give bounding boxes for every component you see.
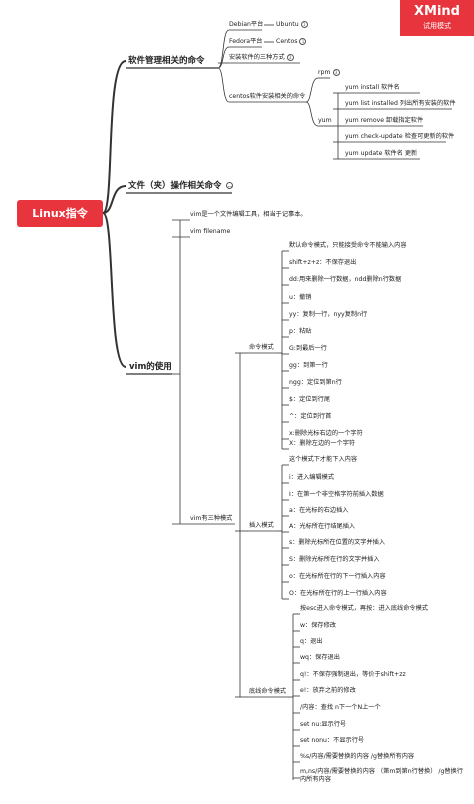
xmind-brand: XMind <box>414 4 460 19</box>
lastline-mode-item[interactable]: q!：不保存强制退出，等价于shift+zz <box>300 671 406 678</box>
command-mode-item[interactable]: G:到最后一行 <box>289 345 327 352</box>
insert-mode-item[interactable]: 这个模式下才能下入内容 <box>289 456 358 463</box>
yum-item[interactable]: yum remove 卸载指定软件 <box>345 117 424 124</box>
topic-lastline-mode[interactable]: 底线命令模式 <box>249 688 287 695</box>
command-mode-item[interactable]: ngg：定位到第n行 <box>289 379 342 386</box>
topic-vim-filename[interactable]: vim filename <box>190 228 231 235</box>
insert-mode-item[interactable]: o：在光标所在行的下一行插入内容 <box>289 573 386 580</box>
lastline-mode-item[interactable]: %s/内容/需要替换的内容 /g替换所有内容 <box>300 753 415 760</box>
insert-mode-item[interactable]: A：光标所在行结尾插入 <box>289 523 356 530</box>
topic-label: Debian平台 <box>229 21 264 28</box>
connector-software-fedora <box>217 46 230 69</box>
command-mode-item[interactable]: X：删除左边的一个字符 <box>289 440 356 447</box>
topic-file-operations[interactable]: 文件（夹）操作相关命令 … <box>128 179 234 193</box>
topic-label: Fedora平台 <box>229 38 263 45</box>
connector-software-centos <box>217 67 230 103</box>
topic-centos-install[interactable]: centos软件安装相关的命令 <box>229 92 305 102</box>
trial-mode-label: 试用模式 <box>423 22 451 30</box>
topic-yum[interactable]: yum <box>318 116 332 126</box>
command-mode-item[interactable]: ^：定位到行首 <box>289 413 332 420</box>
yum-item[interactable]: yum update 软件名 更新 <box>345 150 418 157</box>
command-mode-item[interactable]: p：粘贴 <box>289 328 312 335</box>
insert-mode-item[interactable]: a：在光标的右边插入 <box>289 507 349 514</box>
lastline-mode-item[interactable]: set nonu：不显示行号 <box>300 737 365 744</box>
topic-debian[interactable]: Debian平台 <box>229 20 263 30</box>
command-mode-item[interactable]: $：定位到行尾 <box>289 396 331 403</box>
topic-vim-usage[interactable]: vim的使用 <box>129 360 172 374</box>
topic-command-mode[interactable]: 命令模式 <box>249 344 274 351</box>
lastline-mode-item[interactable]: q：退出 <box>300 638 323 645</box>
collapse-circle-icon[interactable]: 3 <box>332 68 340 76</box>
connector-root-software <box>102 60 127 214</box>
insert-mode-item[interactable]: S：删除光标所在行的文字并插入 <box>289 556 380 563</box>
collapse-circle-icon[interactable]: 3 <box>286 53 294 61</box>
lastline-mode-item[interactable]: wq：保存退出 <box>300 654 340 661</box>
lastline-mode-item[interactable]: m,ns/内容/需要替换的内容 （第m到第n行替换） /g替换行内所有内容 <box>300 768 463 783</box>
topic-label: 文件（夹）操作相关命令 <box>128 181 222 191</box>
topic-label: 安装软件的三种方式 <box>229 54 285 61</box>
insert-mode-item[interactable]: i：进入编辑模式 <box>289 474 335 481</box>
connector-root-vim <box>102 212 127 368</box>
topic-label: Centos <box>276 38 298 45</box>
connector-software-debian <box>217 29 230 69</box>
topic-insert-mode[interactable]: 插入模式 <box>249 522 274 529</box>
lastline-mode-item[interactable]: w：保存修改 <box>300 622 336 629</box>
comment-icon[interactable]: … <box>226 182 234 189</box>
command-mode-item[interactable]: shift+z+z：不保存退出 <box>289 259 357 266</box>
yum-item[interactable]: yum list installed 列出所有安装的软件 <box>345 100 456 107</box>
topic-label: rpm <box>318 69 331 76</box>
insert-mode-item[interactable]: s：删除光标所在位置的文字并插入 <box>289 539 386 546</box>
insert-mode-item[interactable]: I：在第一个非空格字符前插入数据 <box>289 491 384 498</box>
command-mode-item[interactable]: yy：复制一行，nyy复制n行 <box>289 311 368 318</box>
command-mode-item[interactable]: u：撤销 <box>289 294 312 301</box>
topic-label: Ubuntu <box>276 21 299 28</box>
connector-root-files <box>102 185 127 214</box>
command-mode-item[interactable]: x:删除光标右边的一个字符 <box>289 430 363 437</box>
command-mode-item[interactable]: 默认命令模式，只能接受命令不能输入内容 <box>289 242 407 249</box>
topic-software-management[interactable]: 软件管理相关的命令 <box>128 54 205 68</box>
lastline-mode-item[interactable]: set nu:显示行号 <box>300 721 347 728</box>
yum-item[interactable]: yum install 软件名 <box>345 84 400 91</box>
lastline-mode-item[interactable]: 按esc进入命令模式，再按：进入底线命令模式 <box>300 605 428 612</box>
xmind-trial-badge: XMind 试用模式 <box>400 0 474 36</box>
topic-fedora[interactable]: Fedora平台 <box>229 37 262 47</box>
command-mode-item[interactable]: gg：到第一行 <box>289 362 328 369</box>
root-topic[interactable]: Linux指令 <box>17 200 103 227</box>
lastline-mode-item[interactable]: /内容：查找 n下一个N上一个 <box>300 704 381 711</box>
topic-label: vim的使用 <box>129 362 172 372</box>
insert-mode-item[interactable]: O：在光标所在行的上一行插入内容 <box>289 590 387 597</box>
yum-item[interactable]: yum check-update 检查可更新的软件 <box>345 133 455 140</box>
command-mode-item[interactable]: dd:用来删除一行数据，ndd删除n行数据 <box>289 276 402 283</box>
collapse-circle-icon[interactable]: 1 <box>300 20 308 28</box>
topic-label: centos软件安装相关的命令 <box>229 93 306 100</box>
topic-label: yum <box>318 117 332 124</box>
collapse-circle-icon[interactable]: 1 <box>299 37 307 45</box>
topic-vim-intro[interactable]: vim是一个文件编辑工具，相当于记事本。 <box>190 211 307 218</box>
topic-vim-modes[interactable]: vim有三种模式 <box>190 515 233 522</box>
connector-centos-rpm <box>305 77 319 103</box>
connector-centos-yum <box>305 101 319 127</box>
lastline-mode-item[interactable]: e!：放弃之前的修改 <box>300 687 356 694</box>
topic-label: 软件管理相关的命令 <box>128 56 205 66</box>
